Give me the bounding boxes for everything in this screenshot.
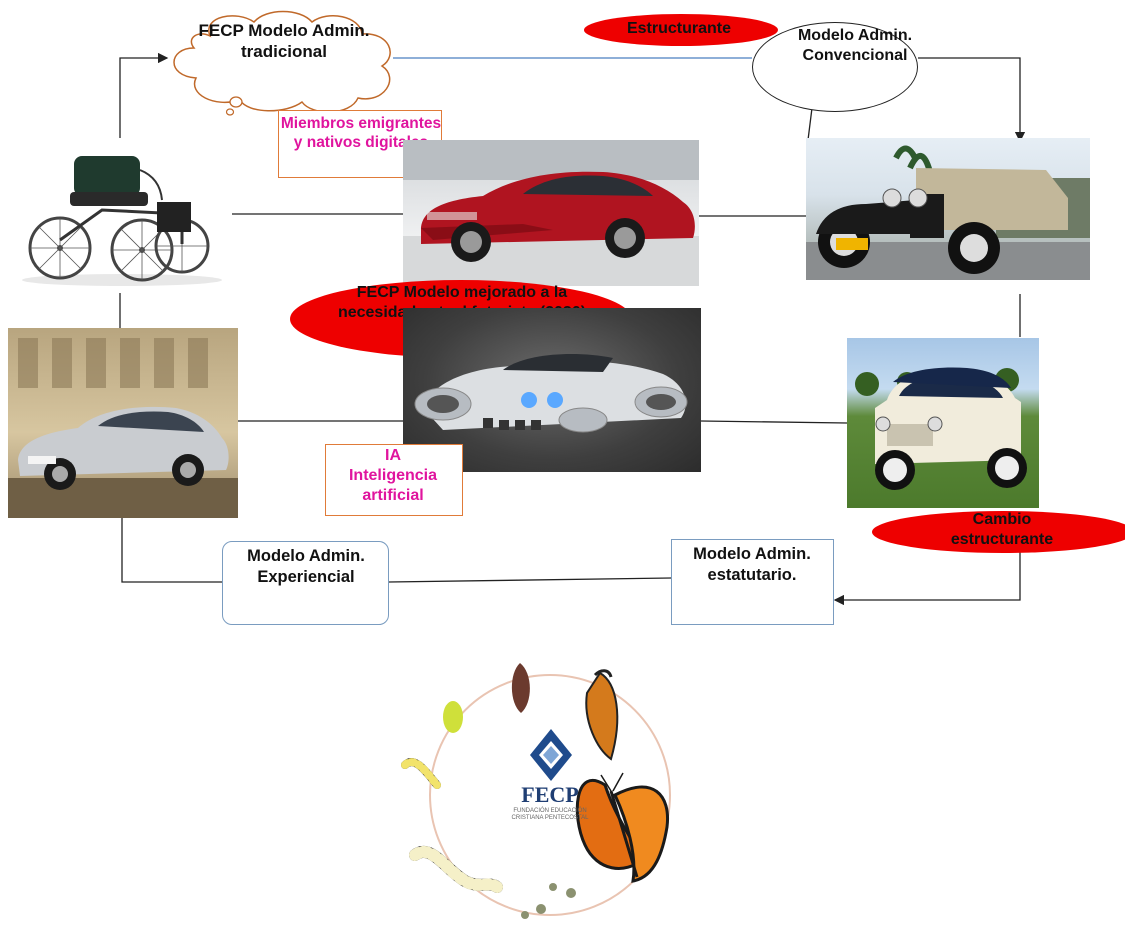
estructurante-oval xyxy=(584,14,778,46)
estatutario-box xyxy=(671,539,834,625)
logo-subtitle-1: FUNDACIÓN EDUCACIÓN xyxy=(513,808,587,814)
estatutario-label: Modelo Admin. estatutario. xyxy=(693,545,811,584)
connector-flying-to-cream xyxy=(700,420,848,424)
experiencial-box xyxy=(222,541,389,625)
red-sedan-photo xyxy=(403,140,699,286)
convencional-label: Modelo Admin. Convencional xyxy=(797,27,913,64)
connector-silver-to-experiencial xyxy=(121,517,222,583)
quadricycle-photo xyxy=(12,140,232,290)
connector-cream-to-estatutario xyxy=(833,552,1021,606)
tradicional-cloud-shape xyxy=(173,10,391,116)
convencional-oval xyxy=(752,22,918,112)
caterpillar-large-icon xyxy=(409,846,503,893)
chrysalis-green-icon xyxy=(443,701,463,733)
monarch-butterfly-icon xyxy=(575,772,670,883)
ia-box xyxy=(325,444,463,516)
connector-convencional-tail xyxy=(807,107,813,141)
logo-subtitle-2: CRISTIANA PENTECOSTAL xyxy=(511,815,589,821)
tradicional-label: FECP Modelo Admin. tradicional xyxy=(198,21,370,62)
silver-sedan-photo xyxy=(8,328,238,518)
logo-name: FECP xyxy=(521,782,579,807)
lifecycle-illustration: FECP FUNDACIÓN EDUCACIÓN CRISTIANA PENTE… xyxy=(375,655,720,935)
cambio-label: Cambio estructurante xyxy=(950,511,1054,548)
connector-quadricycle-to-tradicional xyxy=(119,52,169,138)
miembros-label: Miembros emigrantes y nativos digitales xyxy=(280,115,442,152)
ia-title: IA xyxy=(385,447,401,464)
fecp-logo-icon xyxy=(530,729,572,781)
connector-experiencial-to-estatutario xyxy=(388,577,672,583)
vintage-black-photo xyxy=(806,138,1090,280)
estructurante-label: Estructurante xyxy=(626,20,732,37)
ia-subtitle: Inteligencia artificial xyxy=(348,467,438,504)
caterpillar-small-icon xyxy=(401,758,441,789)
cambio-oval xyxy=(872,511,1125,553)
chrysalis-dark-icon xyxy=(511,663,530,713)
cream-car-photo xyxy=(847,338,1039,508)
connector-convencional-to-vintage xyxy=(918,57,1026,143)
emerging-butterfly-icon xyxy=(585,671,619,761)
experiencial-label: Modelo Admin. Experiencial xyxy=(247,547,365,586)
